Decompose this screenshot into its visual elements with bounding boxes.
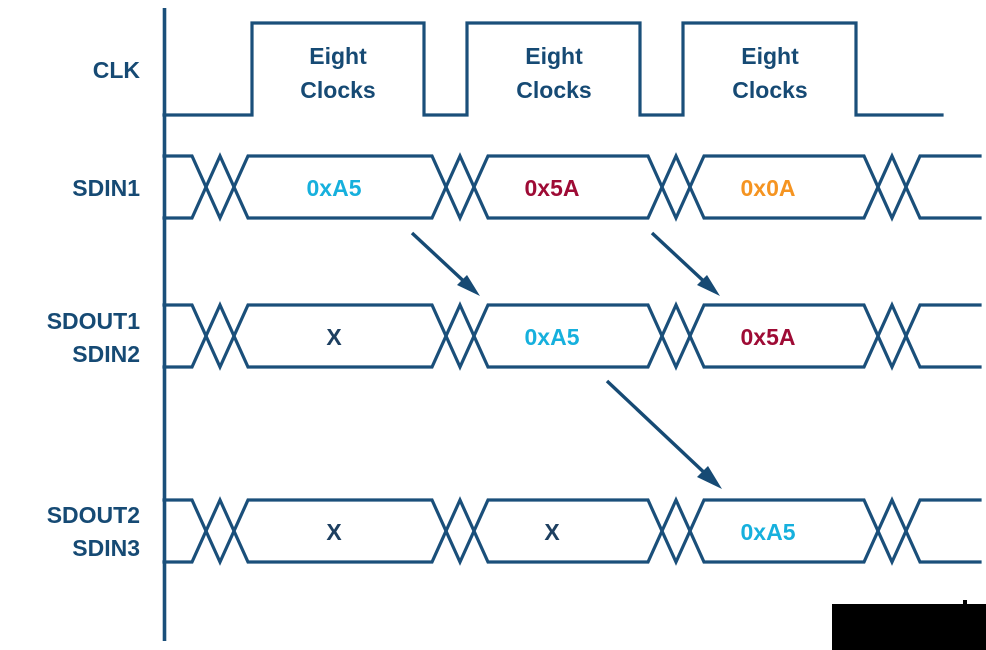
watermark-block xyxy=(832,604,986,650)
sdout2-bus-edge-b xyxy=(162,496,982,564)
sdin1-value-2: 0x5A xyxy=(525,175,580,201)
clk-burst-label-3-line2: Clocks xyxy=(732,77,807,103)
sdin1-value-1: 0xA5 xyxy=(307,175,362,201)
sdout1-value-1: X xyxy=(326,324,342,350)
sdout2-value-3: 0xA5 xyxy=(741,519,796,545)
clk-burst-label-1-line2: Clocks xyxy=(300,77,375,103)
sdout1-bus-edge-a xyxy=(162,303,982,371)
arrow-sdin1-a5-to-sdout1 xyxy=(410,231,480,296)
clk-waveform xyxy=(162,21,944,117)
clk-burst-label-2-line2: Clocks xyxy=(516,77,591,103)
arrow-sdout1-a5-to-sdout2 xyxy=(605,379,722,489)
sdout1-bus-edge-b xyxy=(162,301,982,369)
signal-label-sdin2: SDIN2 xyxy=(72,341,140,367)
sdout1-value-3: 0x5A xyxy=(741,324,796,350)
sdin1-value-3: 0x0A xyxy=(741,175,796,201)
sdout2-value-2: X xyxy=(544,519,560,545)
watermark-glyph-b xyxy=(974,622,983,630)
signal-label-clk: CLK xyxy=(93,57,141,83)
arrow-sdin1-5a-to-sdout1 xyxy=(650,231,720,296)
sdout1-value-2: 0xA5 xyxy=(525,324,580,350)
watermark-glyph-c xyxy=(972,634,984,643)
clk-burst-label-3-line1: Eight xyxy=(741,43,799,69)
signal-label-sdout2: SDOUT2 xyxy=(47,502,140,528)
sdin1-bus-edge-b xyxy=(162,152,982,220)
clk-burst-label-2-line1: Eight xyxy=(525,43,583,69)
watermark-edge-bar xyxy=(963,600,967,650)
clk-burst-label-1-line1: Eight xyxy=(309,43,367,69)
watermark-glyph-a xyxy=(974,608,983,617)
sdin1-bus-edge-a xyxy=(162,154,982,222)
signal-label-sdin1: SDIN1 xyxy=(72,175,140,201)
sdout2-bus-edge-a xyxy=(162,498,982,566)
signal-label-sdout1: SDOUT1 xyxy=(47,308,141,334)
signal-label-sdin3: SDIN3 xyxy=(72,535,140,561)
sdout2-value-1: X xyxy=(326,519,342,545)
